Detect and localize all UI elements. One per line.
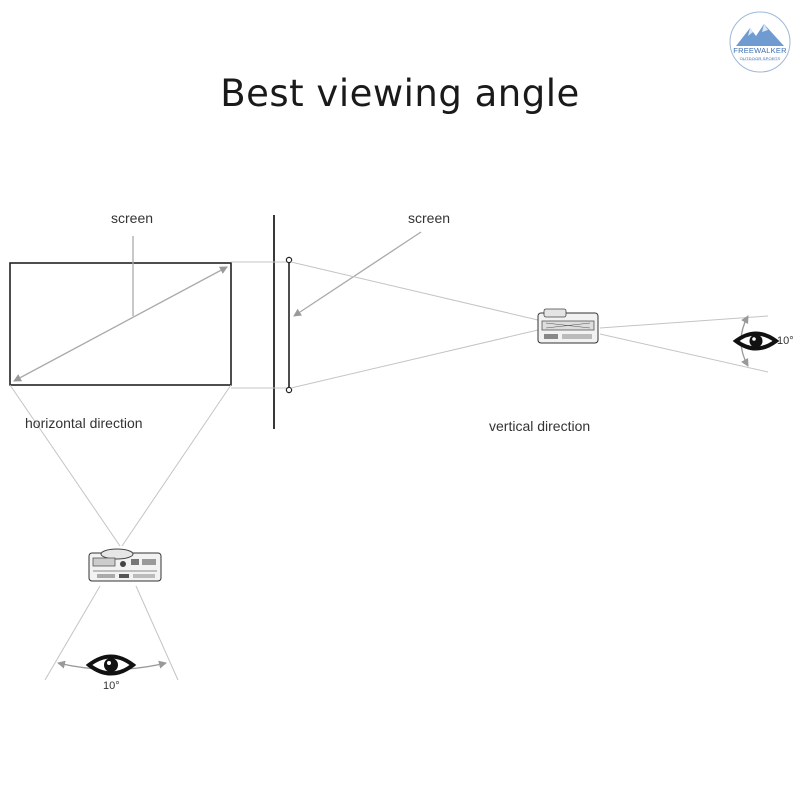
screen-bottom-dot <box>285 386 293 394</box>
projection-cone-right <box>121 384 232 547</box>
vertical-angle-label: 10° <box>777 335 794 347</box>
horizontal-view <box>9 236 232 681</box>
screen-top-dot <box>285 256 293 264</box>
horizontal-angle-label: 10° <box>103 680 120 692</box>
viewing-angle-left-line <box>44 585 101 681</box>
brand-tagline: OUTDOOR SPORTS <box>739 56 781 61</box>
brand-logo <box>729 11 791 73</box>
eye-icon <box>85 654 137 676</box>
vertical-view <box>231 215 780 429</box>
screen-pointer-arrow <box>293 231 422 317</box>
viewing-angle-bottom-line <box>599 333 769 373</box>
horizontal-direction-label: horizontal direction <box>25 415 143 431</box>
vertical-direction-label: vertical direction <box>489 418 591 434</box>
screen-rectangle <box>9 262 232 386</box>
projection-cone-top <box>290 261 539 321</box>
viewing-angle-top-line <box>599 315 769 329</box>
page-title: Best viewing angle <box>220 72 580 115</box>
vertical-screen-label: screen <box>408 210 451 226</box>
screen-diagonal-arrow <box>13 266 228 382</box>
projector-icon <box>537 308 599 344</box>
viewing-angle-right-line <box>135 585 179 681</box>
projector-icon <box>88 548 162 582</box>
eye-icon <box>732 331 780 351</box>
projection-cone-bottom <box>290 329 539 389</box>
projection-cone-left <box>9 384 121 547</box>
horizontal-screen-label: screen <box>111 210 154 226</box>
brand-name: FREEWALKER <box>733 46 787 55</box>
